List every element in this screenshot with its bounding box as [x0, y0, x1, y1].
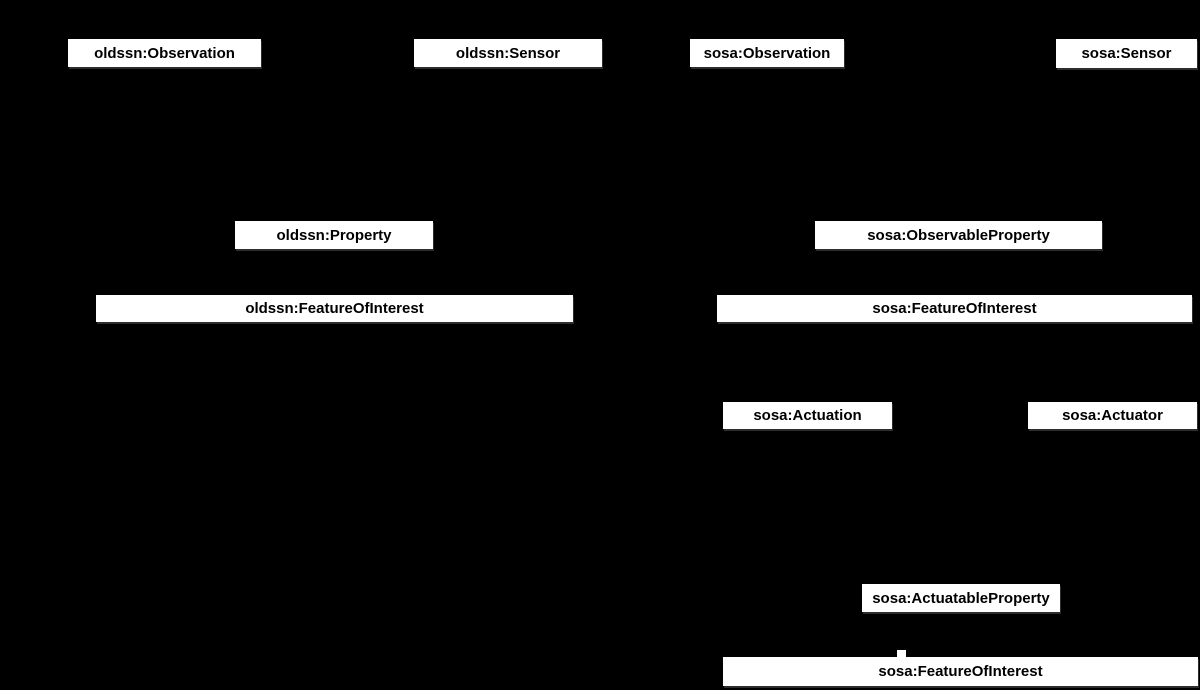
node-sosa-sensor: sosa:Sensor — [1056, 39, 1197, 68]
node-sosa-observable-property: sosa:ObservableProperty — [815, 221, 1102, 249]
node-sosa-actuation: sosa:Actuation — [723, 402, 892, 429]
node-sosa-observation: sosa:Observation — [690, 39, 844, 67]
connector-fragment — [897, 650, 906, 658]
node-oldssn-feature-of-interest: oldssn:FeatureOfInterest — [96, 295, 573, 322]
node-oldssn-property: oldssn:Property — [235, 221, 433, 249]
node-oldssn-sensor: oldssn:Sensor — [414, 39, 602, 67]
node-sosa-feature-of-interest-bottom: sosa:FeatureOfInterest — [723, 657, 1198, 686]
node-sosa-actuatable-property: sosa:ActuatableProperty — [862, 584, 1060, 612]
node-sosa-feature-of-interest: sosa:FeatureOfInterest — [717, 295, 1192, 322]
node-oldssn-observation: oldssn:Observation — [68, 39, 261, 67]
node-sosa-actuator: sosa:Actuator — [1028, 402, 1197, 429]
